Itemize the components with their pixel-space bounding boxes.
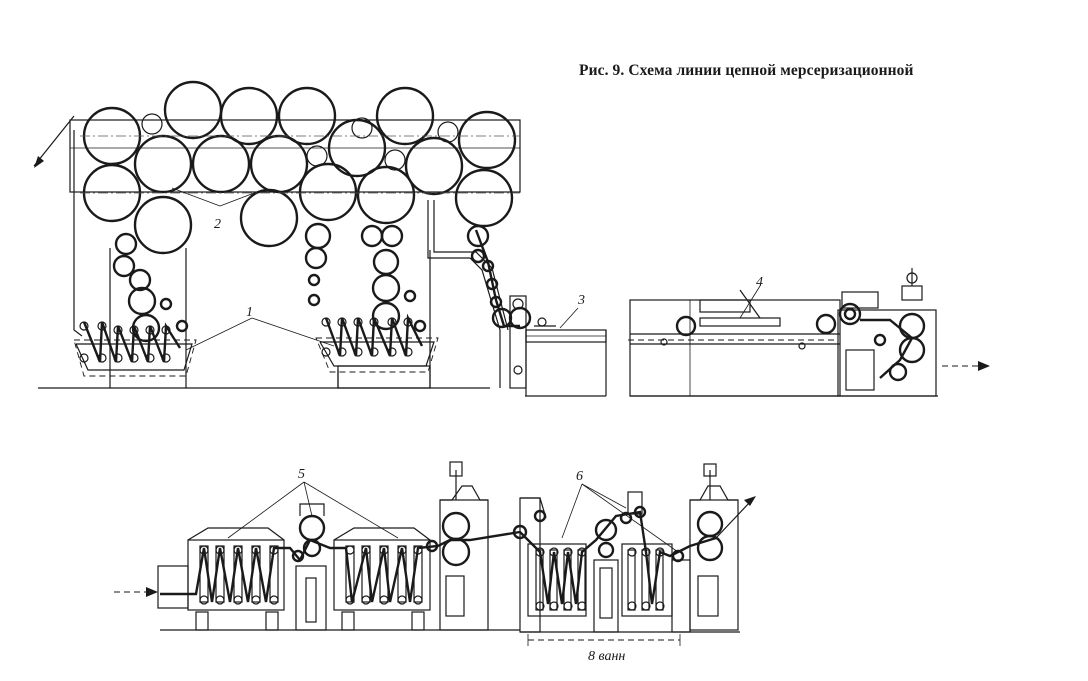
label-baths: 8 ванн bbox=[588, 649, 625, 664]
upper-line: 1 2 3 4 bbox=[33, 80, 990, 397]
wash-baths-6 bbox=[512, 491, 691, 633]
label-4: 4 bbox=[756, 275, 763, 290]
impregnation-bath-left bbox=[73, 130, 197, 388]
drying-cylinders bbox=[69, 80, 521, 255]
label-3: 3 bbox=[577, 293, 585, 308]
mangle-unit bbox=[837, 268, 937, 397]
baths-dimension bbox=[527, 634, 681, 646]
mangle-5a bbox=[291, 503, 327, 631]
exit-arrow-icon bbox=[942, 361, 990, 371]
entry-arrow-lower-icon bbox=[114, 587, 158, 597]
final-mangle bbox=[689, 463, 739, 631]
fabric-path-lower bbox=[160, 510, 717, 605]
leader-lines-lower bbox=[227, 481, 679, 553]
label-6: 6 bbox=[576, 469, 583, 484]
entry-arrow-icon bbox=[33, 115, 75, 168]
label-5: 5 bbox=[298, 467, 305, 482]
label-1: 1 bbox=[246, 305, 253, 320]
leader-lines-upper bbox=[171, 187, 761, 351]
transfer-column bbox=[427, 200, 532, 389]
stenter-frame-4 bbox=[628, 289, 841, 397]
stenter-frame-3 bbox=[525, 317, 607, 396]
lower-line: 5 6 8 ванн bbox=[114, 461, 756, 664]
figure-caption: Рис. 9. Схема линии цепной мерсеризацион… bbox=[579, 62, 914, 79]
impregnation-bath-middle bbox=[304, 222, 439, 389]
label-2: 2 bbox=[214, 217, 221, 232]
exit-arrow-lower-icon bbox=[715, 496, 756, 539]
